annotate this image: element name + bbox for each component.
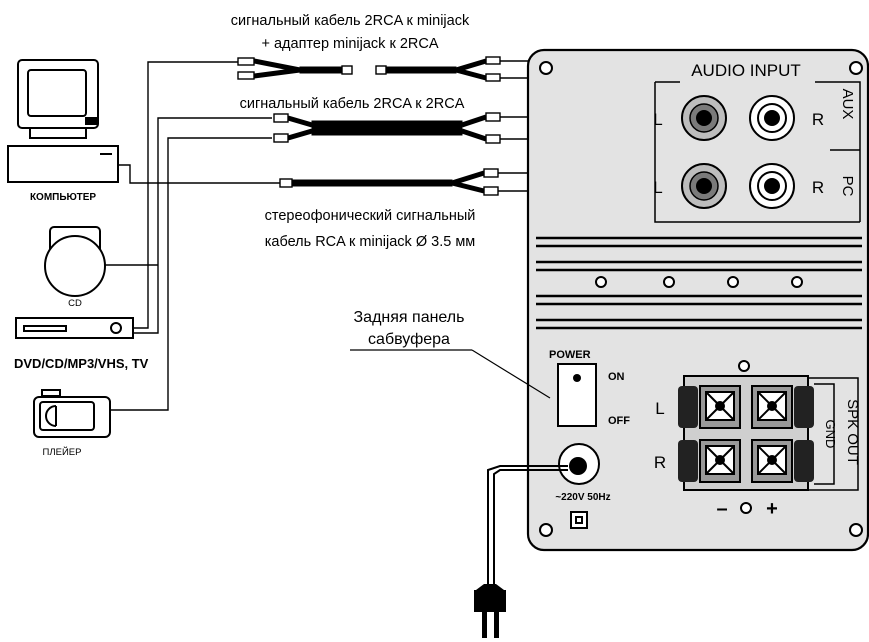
pc-label: PC bbox=[839, 176, 856, 197]
mains-socket bbox=[558, 443, 600, 485]
aux-label: AUX bbox=[839, 89, 856, 120]
cable2-caption: сигнальный кабель 2RCA к 2RCA bbox=[240, 96, 465, 112]
rca-jack-aux-left bbox=[681, 95, 727, 141]
computer-label: КОМПЬЮТЕР bbox=[30, 192, 96, 203]
computer-icon bbox=[7, 59, 119, 183]
spk-out-bracket bbox=[808, 377, 859, 491]
spk-plus-label: + bbox=[766, 498, 778, 520]
cable1-2rca-minijack-adapter bbox=[237, 56, 501, 82]
player-label: ПЛЕЙЕР bbox=[43, 446, 82, 458]
spk-left-label: L bbox=[655, 399, 664, 418]
audio-input-label: AUDIO INPUT bbox=[691, 61, 801, 80]
speaker-terminal-left-plus bbox=[751, 385, 793, 429]
power-on-label: ON bbox=[608, 371, 625, 383]
power-cord bbox=[487, 465, 568, 590]
spk-out-label: SPK OUT bbox=[844, 399, 861, 465]
cable1-caption-line2: + адаптер minijack к 2RCA bbox=[261, 36, 438, 52]
rca-jack-pc-left bbox=[681, 163, 727, 209]
vent-slots bbox=[536, 236, 862, 330]
spk-minus-label: – bbox=[716, 498, 727, 520]
pc-left-label: L bbox=[653, 178, 662, 197]
power-switch[interactable] bbox=[557, 363, 597, 427]
gnd-label: GND bbox=[823, 420, 838, 449]
cable2-2rca-2rca bbox=[273, 112, 501, 144]
dvd-label: DVD/CD/MP3/VHS, TV bbox=[14, 356, 149, 371]
power-plug-icon bbox=[474, 584, 506, 638]
cable3-caption-line1: стереофонический сигнальный bbox=[265, 208, 476, 224]
pc-right-label: R bbox=[812, 178, 824, 197]
power-off-label: OFF bbox=[608, 415, 630, 427]
cable1-caption-line1: сигнальный кабель 2RCA к minijack bbox=[231, 13, 470, 29]
speaker-terminal-left-minus bbox=[699, 385, 741, 429]
mains-label: ~220V 50Hz bbox=[555, 492, 610, 503]
audio-input-frame bbox=[654, 81, 861, 223]
rca-jack-aux-right bbox=[749, 95, 795, 141]
terminal-screw bbox=[740, 502, 752, 514]
device-wiring bbox=[105, 61, 280, 411]
speaker-terminal-right-plus bbox=[751, 439, 793, 483]
callout-line1: Задняя панель bbox=[354, 309, 465, 326]
portable-player-icon bbox=[33, 389, 111, 438]
aux-left-label: L bbox=[653, 110, 662, 129]
power-label: POWER bbox=[549, 349, 591, 361]
rca-jack-pc-right bbox=[749, 163, 795, 209]
panel-screws bbox=[595, 276, 803, 372]
callout-line2: сабвуфера bbox=[368, 331, 450, 348]
aux-right-label: R bbox=[812, 110, 824, 129]
cable3-minijack-rca bbox=[279, 168, 499, 196]
double-insulation-icon bbox=[570, 511, 588, 529]
speaker-terminal-block bbox=[678, 375, 814, 491]
speaker-terminal-right-minus bbox=[699, 439, 741, 483]
spk-right-label: R bbox=[654, 453, 666, 472]
cable3-caption-line2: кабель RCA к minijack Ø 3.5 мм bbox=[265, 234, 476, 250]
callout-leader bbox=[350, 349, 551, 399]
dvd-player-icon bbox=[15, 317, 134, 339]
cd-label: CD bbox=[68, 298, 82, 309]
cd-player-icon bbox=[44, 226, 106, 297]
